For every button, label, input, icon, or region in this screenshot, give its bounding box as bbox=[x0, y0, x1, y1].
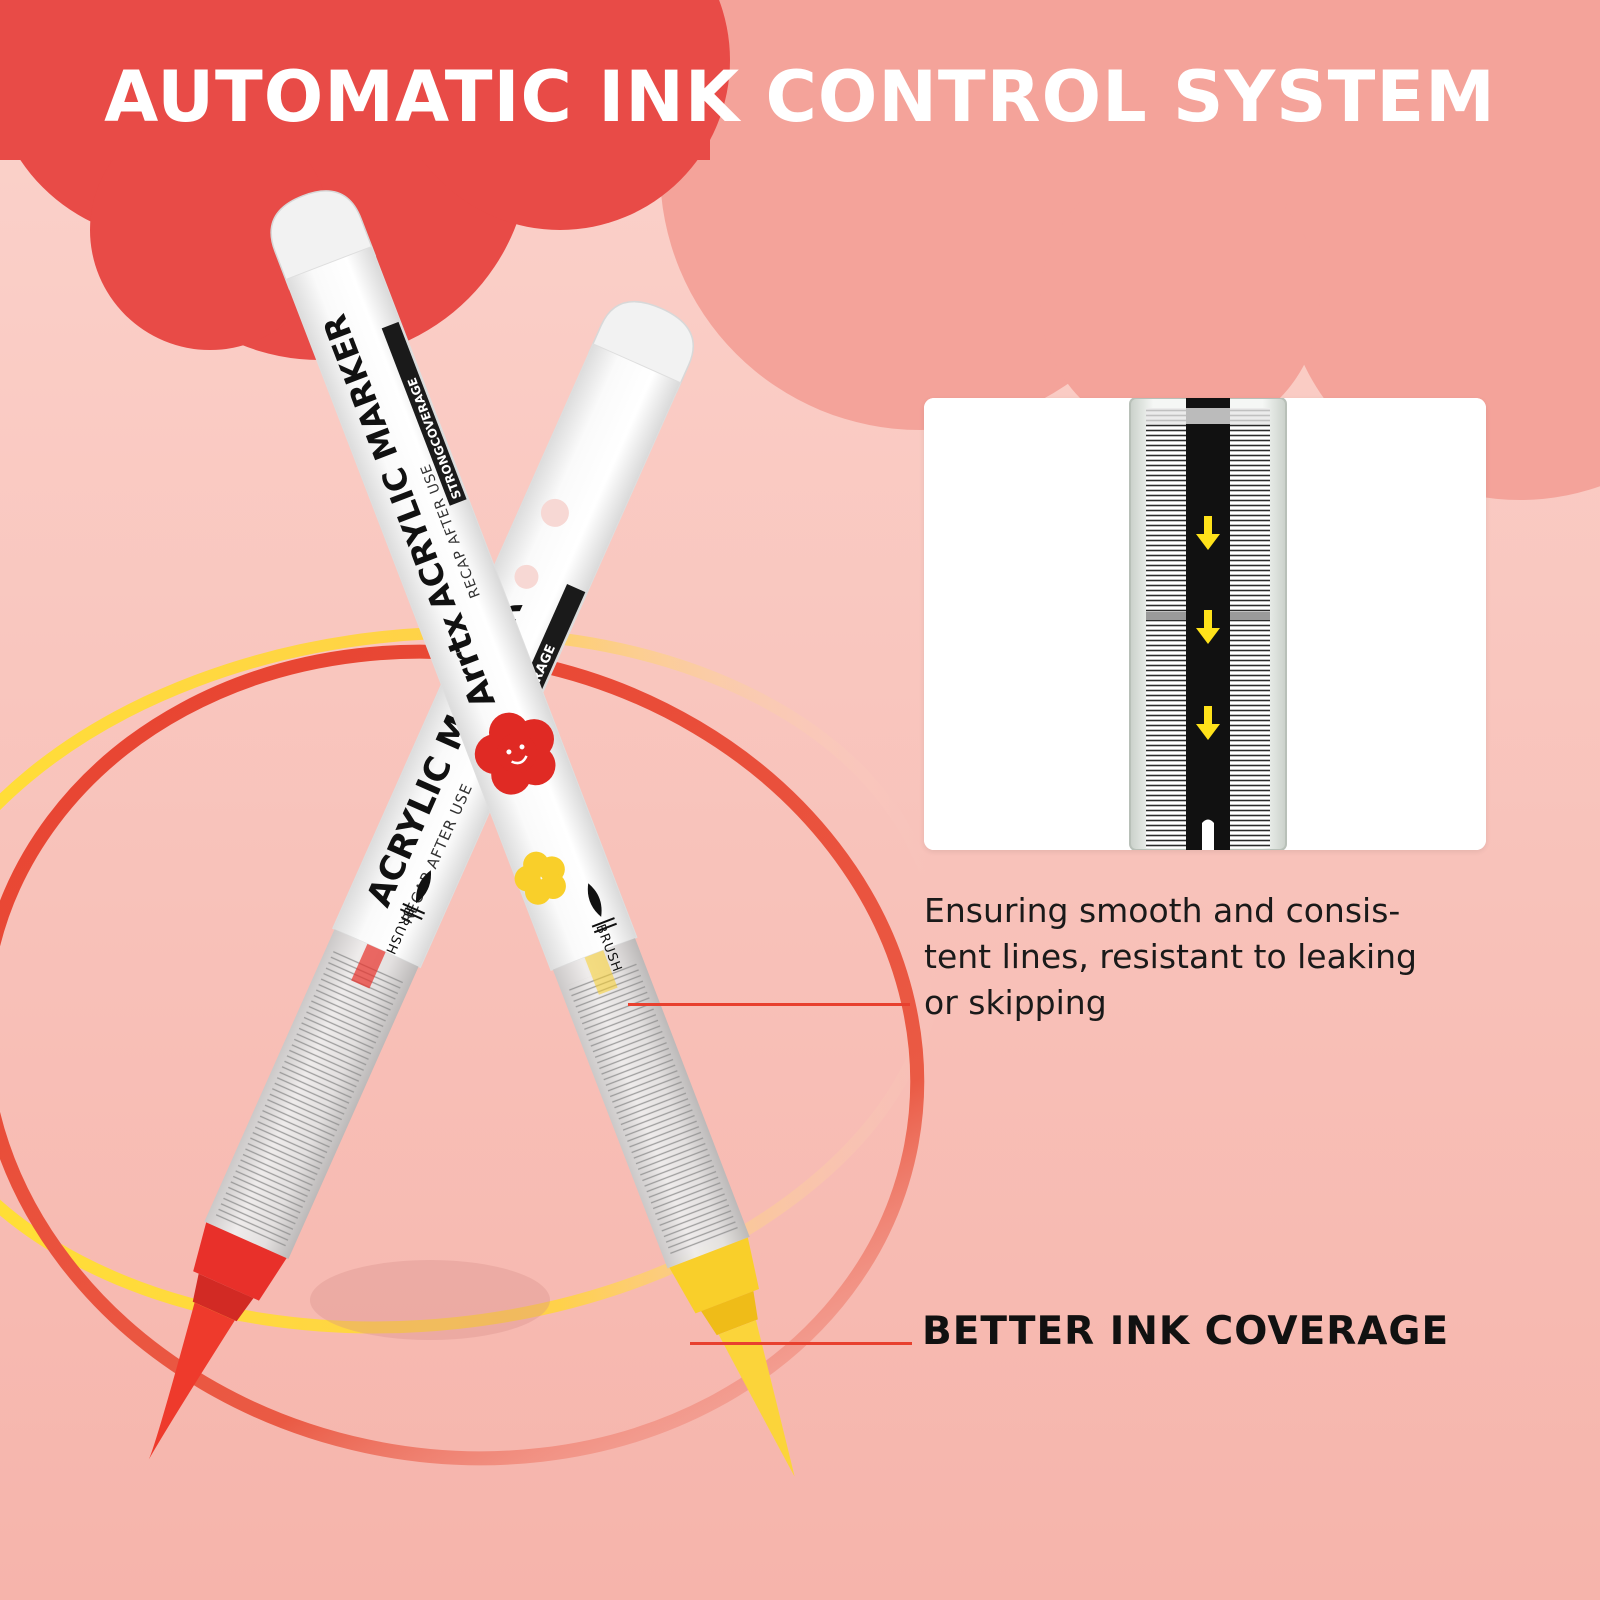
brush-tip-icon bbox=[587, 883, 618, 934]
down-arrow-icon bbox=[1196, 516, 1220, 550]
page-title: AUTOMATIC INK CONTROL SYSTEM bbox=[104, 56, 1496, 138]
red-cloud-shape bbox=[0, 0, 730, 360]
pink-cloud-shape bbox=[660, 0, 1600, 500]
ink-flow-cross-section bbox=[924, 398, 1486, 850]
feature-description-line-3: or skipping bbox=[924, 983, 1107, 1022]
down-arrow-icon bbox=[1196, 610, 1220, 644]
feature-description-line-1: Ensuring smooth and consis- bbox=[924, 891, 1401, 930]
feature-heading-coverage: BETTER INK COVERAGE bbox=[922, 1309, 1450, 1354]
callout-line-1 bbox=[628, 1003, 910, 1006]
feature-description-line-2: tent lines, resistant to leaking bbox=[924, 937, 1417, 976]
flower-logo bbox=[474, 712, 556, 795]
down-arrow-icon bbox=[1196, 706, 1220, 740]
feature-description: Ensuring smooth and consis- tent lines, … bbox=[924, 888, 1524, 1026]
yellow-marker bbox=[270, 190, 795, 1477]
ink-flow-detail-panel bbox=[924, 398, 1486, 850]
callout-line-2 bbox=[690, 1342, 912, 1345]
yellow-ring bbox=[0, 626, 945, 1334]
brush-tip-icon bbox=[399, 870, 431, 920]
